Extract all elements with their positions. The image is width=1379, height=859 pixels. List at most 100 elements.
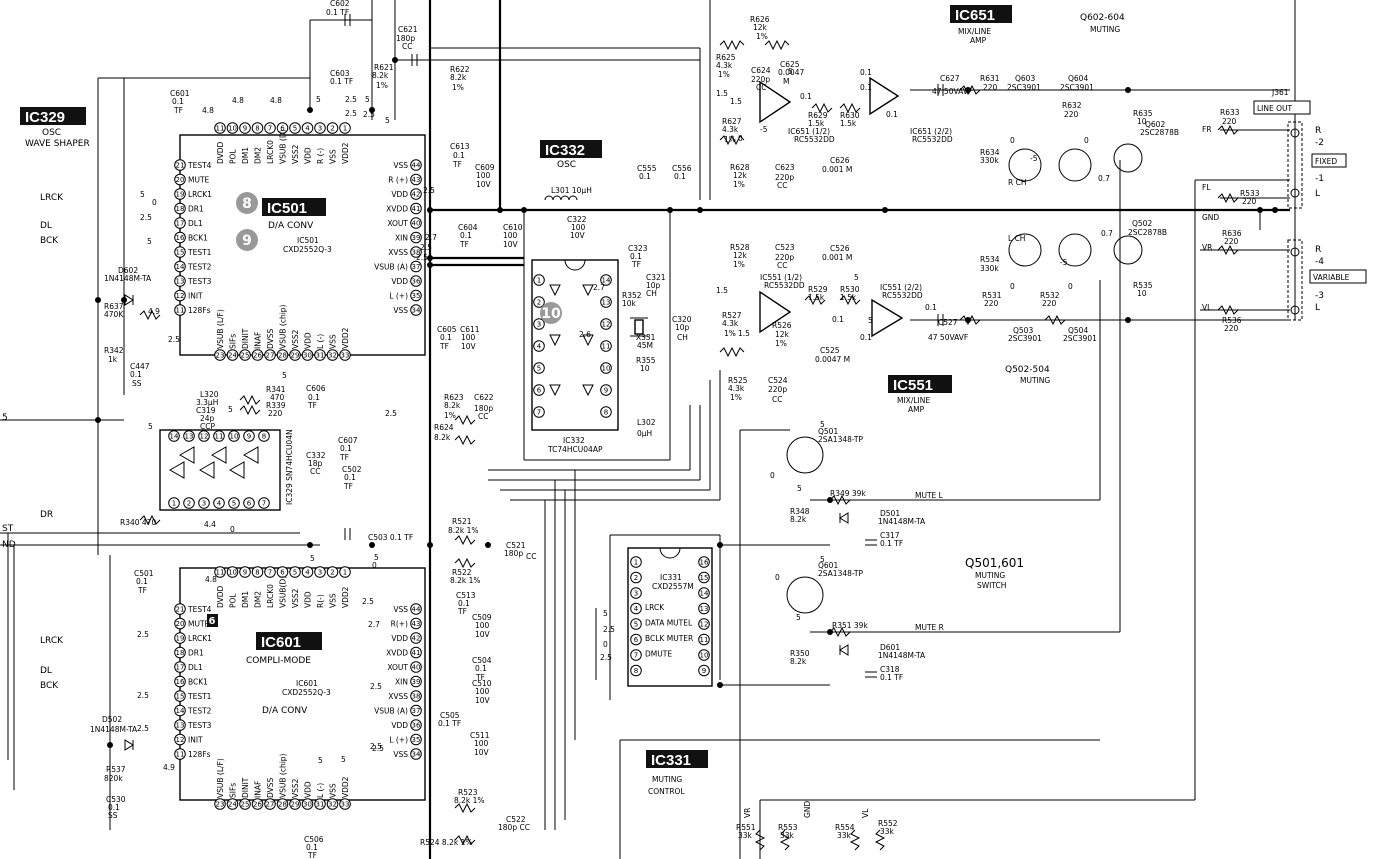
voltage-label: 2.5 — [423, 186, 435, 195]
component-label-q504p: 2SC3901 — [1063, 334, 1097, 343]
ic331-right-pin — [698, 587, 710, 599]
voltage-label: -5 — [1060, 258, 1068, 267]
component-label-d602: D602 — [118, 266, 138, 275]
voltage-label: 0 — [738, 134, 743, 143]
component-label-r628: R628 — [730, 163, 750, 172]
component-label-c625t: M — [783, 77, 789, 86]
component-label-ic551b: IC551 (2/2) — [880, 283, 922, 292]
ic601-left-pin — [174, 603, 186, 615]
ic332-part: IC332 — [563, 436, 585, 445]
ic601-right-pin-label: VDD — [391, 634, 408, 643]
j361-pin-label: R — [1315, 126, 1321, 136]
component-label-c319: C319 — [196, 406, 216, 415]
ic501-top-pin-label: DM2 — [254, 147, 263, 164]
component-label-r527t: 1% — [724, 329, 736, 338]
ic501-right-pin-number: 40 — [412, 220, 421, 228]
ic601-top-pin — [289, 566, 301, 578]
component-label-c323: C323 — [628, 244, 648, 253]
ic329-bottom-pin-number: 5 — [232, 500, 236, 508]
ic601-right-pin-label: XVSS — [388, 692, 408, 701]
component-label-r537v: 820k — [104, 774, 123, 783]
voltage-label: 5 — [797, 484, 802, 493]
voltage-label: 5 — [147, 237, 152, 246]
component-label-c320v: 10p — [675, 323, 690, 332]
ic501-right-pin-label: VDD — [391, 190, 408, 199]
voltage-label: 5 — [788, 67, 793, 76]
ic501-top-pin-label: R (-) — [316, 148, 325, 164]
component-label-lch: L CH — [1008, 234, 1025, 243]
ic601-top-pin-number: 8 — [255, 569, 259, 577]
ic501-right-pin-number: 35 — [412, 292, 421, 300]
ic501-bottom-pin-label: VSUB (chip) — [279, 304, 288, 349]
ic332-left-pin — [533, 362, 545, 374]
component-label-c521v: 180p — [504, 549, 523, 558]
component-label-c606v: 0.1 — [308, 393, 320, 402]
ic331-right-pin — [698, 556, 710, 568]
ic601-left-pin-label: DR1 — [188, 649, 204, 658]
component-label-r636v: 220 — [1224, 237, 1239, 246]
component-label-c521: C521 — [506, 541, 526, 550]
ic501-bottom-pin — [326, 349, 339, 361]
voltage-label: 2.6 — [579, 330, 591, 339]
ic601-right-pin-label: XVDD — [386, 649, 408, 658]
ic601-left-pin-label: LRCK1 — [188, 634, 212, 643]
ic331-right-pin — [698, 571, 710, 584]
component-label-r531: R531 — [982, 291, 1002, 300]
component-label-l302v: 0μH — [637, 429, 652, 438]
ic501-top-pin — [289, 122, 301, 134]
ic601-bottom-pin-number: 29 — [291, 801, 300, 809]
component-label-c606: C606 — [306, 384, 326, 393]
component-label-rch: R CH — [1008, 178, 1026, 187]
ic331-desc2: CONTROL — [648, 787, 685, 796]
component-label-r551v: 33k — [738, 831, 753, 840]
ic601-right-pin-number: 35 — [412, 736, 421, 744]
ic601-bottom-pin-number: 31 — [316, 801, 325, 809]
marker-9: 9 — [242, 233, 252, 249]
signal-vl-bot: VL — [861, 808, 870, 818]
component-label-r341: R341 — [266, 385, 286, 394]
muting-mid-label2: MUTING — [1020, 376, 1050, 385]
ic601-bottom-pin — [314, 798, 326, 810]
component-label-r528v: 12k — [733, 251, 748, 260]
signal-st: ST — [2, 524, 14, 534]
component-label-c522v: 180p CC — [498, 823, 530, 832]
component-label-r532v: 220 — [1042, 299, 1057, 308]
ic601-top-pin-label: DVDD — [216, 585, 225, 608]
ic501-top-pin-number: 1 — [343, 125, 347, 133]
ic501-top-pin — [226, 122, 239, 134]
voltage-label: 0 — [1010, 136, 1015, 145]
component-label-c503: C503 0.1 TF — [368, 533, 413, 542]
ic501-top-pin-number: 7 — [268, 125, 272, 133]
ic601-top-pin-number: 2 — [330, 569, 334, 577]
component-label-r535v: 10 — [1137, 289, 1147, 298]
ic501-right-pin-label: VSS — [393, 161, 408, 170]
component-label-c319v: 24p — [200, 414, 215, 423]
component-label-c556: C556 — [672, 164, 692, 173]
ic601-top-pin-number: 5 — [293, 569, 297, 577]
component-label-c323t: TF — [631, 260, 641, 269]
component-label-r521v: 8.2k 1% — [448, 526, 479, 535]
ic329-top-pin — [258, 430, 270, 442]
ic331-right-pin-number: 16 — [700, 559, 709, 567]
ic601-top-pin — [239, 566, 251, 578]
ic332-right-pin — [600, 384, 612, 396]
ic601-left-pin — [174, 617, 186, 630]
ic501-bottom-pin — [214, 349, 226, 361]
voltage-label: 2.5 — [420, 243, 432, 252]
component-label-r532: R532 — [1040, 291, 1060, 300]
ic332-part2: TC74HCU04AP — [547, 445, 603, 454]
component-label-ic551bp: RC5532DD — [882, 291, 923, 300]
ic329-bottom-pin — [183, 497, 195, 509]
ic501-left-pin-number: 16 — [176, 234, 185, 242]
ic331-right-pin-number: 11 — [700, 636, 709, 644]
ic551-desc2: AMP — [908, 405, 925, 414]
ic601-top-pin-label: DM2 — [254, 591, 263, 608]
component-label-c624: C624 — [751, 66, 771, 75]
marker-6: 6 — [209, 616, 216, 627]
ic501-right-pin-label: XOUT — [387, 219, 408, 228]
component-label-r534v: 330k — [980, 264, 999, 273]
component-label-c502v: 0.1 — [344, 473, 356, 482]
ic332-left-pin-number: 3 — [537, 321, 541, 329]
